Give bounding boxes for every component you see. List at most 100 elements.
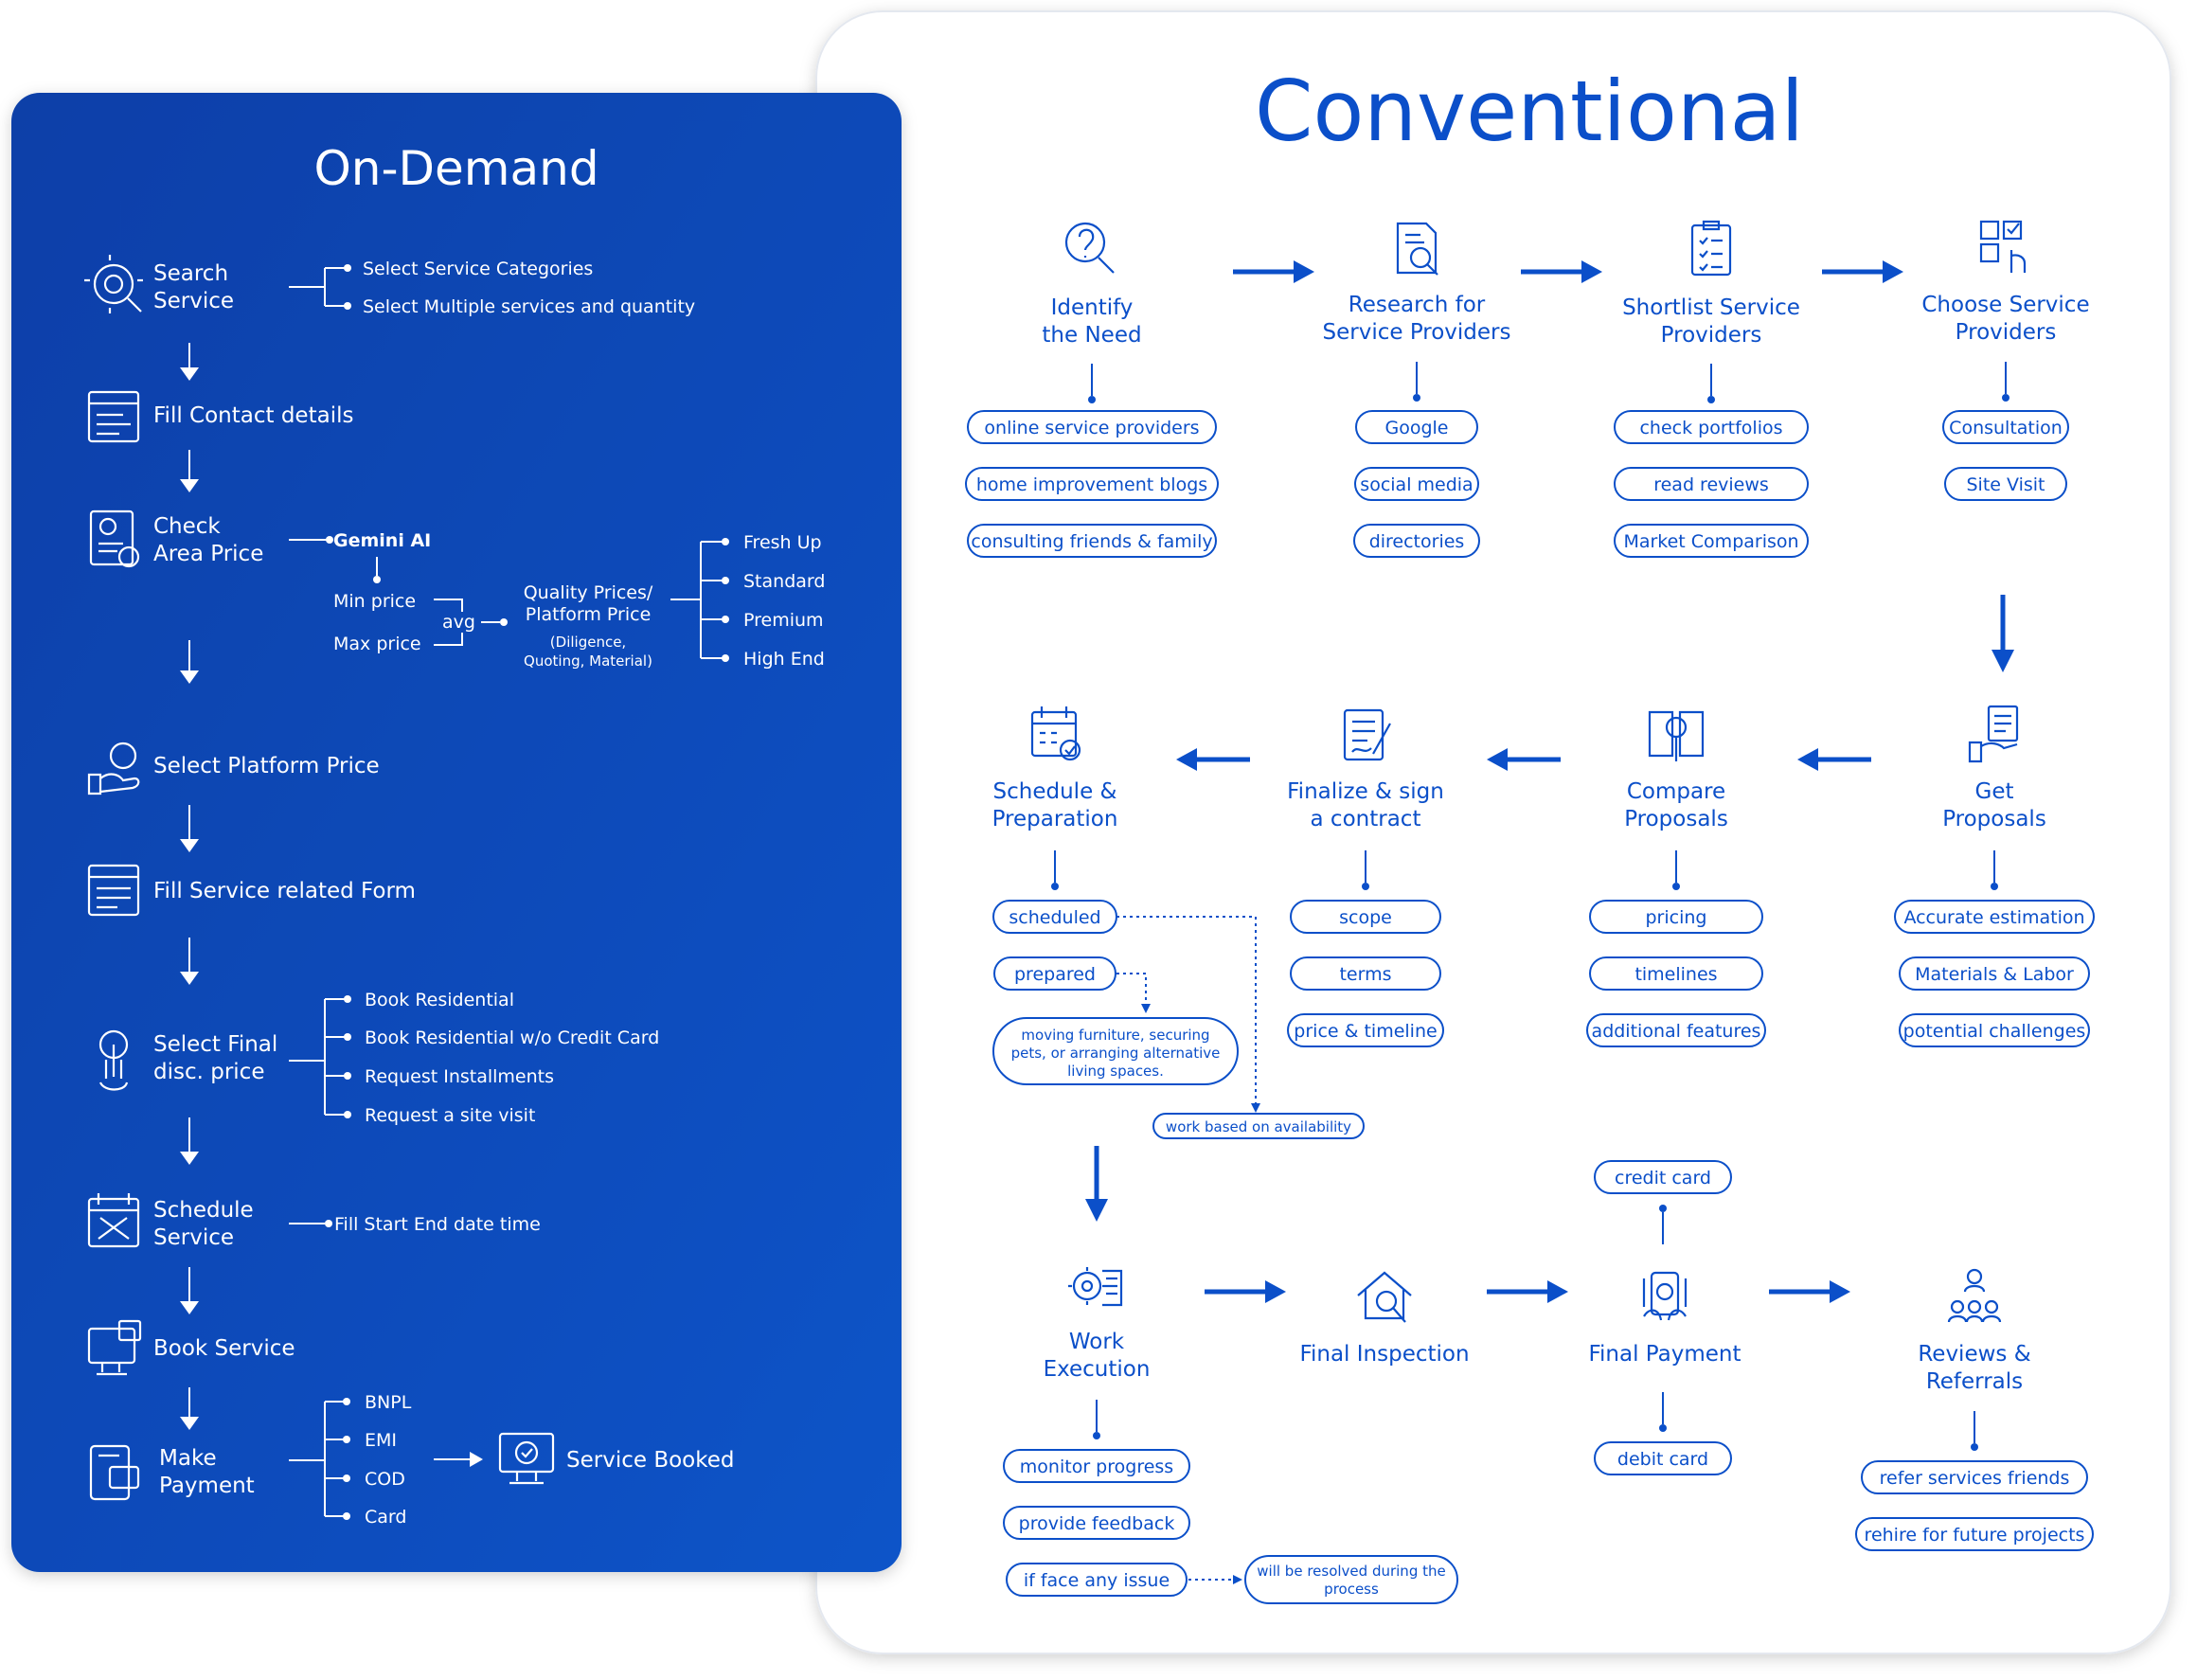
identify-need-label-2: the Need <box>1042 323 1141 348</box>
identify-pill-1 <box>965 467 1219 501</box>
compare-pill-2 <box>1586 1013 1766 1047</box>
execution-pill-0-text: monitor progress <box>1020 1457 1173 1477</box>
monitor-calendar-icon <box>87 1319 142 1376</box>
finalize-pill-2-text: price & timeline <box>1294 1021 1437 1042</box>
shortlist-pill-2 <box>1614 524 1809 558</box>
work-execution-label-2: Execution <box>1044 1357 1151 1382</box>
identify-pill-2-text: consulting friends & family <box>971 531 1212 552</box>
proposals-pill-1-text: Materials & Labor <box>1915 964 2074 985</box>
issue-note-pill <box>1244 1555 1458 1604</box>
quality-prices-label-2: Platform Price <box>526 604 652 625</box>
identify-pill-0-text: online service providers <box>984 418 1199 438</box>
fill-service-form-label: Fill Service related Form <box>153 879 416 903</box>
shortlist-label-2: Providers <box>1661 323 1762 348</box>
document-search-icon <box>1396 222 1438 276</box>
shortlist-pill-2-text: Market Comparison <box>1623 531 1798 552</box>
choose-label-2: Providers <box>1956 320 2057 345</box>
browser-form-icon <box>87 864 140 917</box>
reviews-pill-0-text: refer services friends <box>1880 1468 2070 1489</box>
calendar-tools-icon <box>87 1193 140 1248</box>
choose-pill-0-text: Consultation <box>1949 418 2063 438</box>
quality-note-1: (Diligence, <box>550 634 626 651</box>
execution-pill-1 <box>1003 1506 1190 1540</box>
proposals-pill-0-text: Accurate estimation <box>1903 907 2084 928</box>
compare-pill-0-text: pricing <box>1646 907 1707 928</box>
reviews-label-2: Referrals <box>1926 1369 2023 1394</box>
identify-need-label-1: Identify <box>1051 295 1134 320</box>
schedule-pill-1-text: prepared <box>1014 964 1096 985</box>
final-inspection-label: Final Inspection <box>1299 1342 1469 1367</box>
research-pill-1 <box>1354 467 1479 501</box>
preparation-note-1: moving furniture, securing <box>1021 1027 1209 1044</box>
payment-option-2: COD <box>365 1469 405 1490</box>
identify-pill-0 <box>967 410 1217 444</box>
compare-pill-1-text: timelines <box>1634 964 1717 985</box>
compare-pill-2-text: additional features <box>1592 1021 1761 1042</box>
execution-pill-2 <box>1006 1563 1188 1597</box>
hand-coin-icon <box>87 742 140 795</box>
schedule-service-label-1: Schedule <box>153 1198 254 1223</box>
schedule-service-label-2: Service <box>153 1225 234 1250</box>
form-icon <box>87 390 140 443</box>
availability-pill <box>1152 1113 1365 1139</box>
reviews-pill-0 <box>1861 1460 2088 1494</box>
finalize-pill-2 <box>1287 1013 1444 1047</box>
schedule-prep-label-2: Preparation <box>992 807 1118 831</box>
card-pay-icon <box>89 1444 140 1501</box>
proposals-pill-2-text: potential challenges <box>1903 1021 2086 1042</box>
book-search-icon <box>1648 710 1705 761</box>
preparation-note-pill <box>992 1017 1239 1085</box>
compare-label-2: Proposals <box>1624 807 1728 831</box>
preparation-note-3: living spaces. <box>1067 1063 1164 1080</box>
get-proposals-label-2: Proposals <box>1942 807 2046 831</box>
make-payment-label-1: Make <box>159 1446 217 1471</box>
book-service-label: Book Service <box>153 1336 295 1361</box>
identify-pill-2 <box>967 524 1217 558</box>
search-option-1: Select Multiple services and quantity <box>363 296 695 317</box>
checklist-icon <box>1690 220 1732 277</box>
schedule-prep-label-1: Schedule & <box>993 779 1117 804</box>
conventional-title: Conventional <box>1255 63 1804 160</box>
gear-document-icon <box>1068 1267 1123 1307</box>
proposals-pill-2 <box>1899 1013 2090 1047</box>
final-option-0: Book Residential <box>365 990 514 1010</box>
finalize-pill-0-text: scope <box>1339 907 1392 928</box>
execution-pill-0 <box>1003 1449 1190 1483</box>
preparation-note-2: pets, or arranging alternative <box>1011 1045 1221 1062</box>
phone-pay-icon <box>1642 1271 1688 1321</box>
compare-pill-0 <box>1589 900 1763 934</box>
compare-pill-1 <box>1589 956 1763 991</box>
tier-0: Fresh Up <box>743 532 822 553</box>
finalize-pill-1 <box>1290 956 1441 991</box>
debit-card-pill <box>1594 1441 1732 1475</box>
choose-pill-1-text: Site Visit <box>1966 474 2045 495</box>
research-pill-2-text: directories <box>1369 531 1465 552</box>
select-final-price-label-1: Select Final <box>153 1032 277 1057</box>
payment-option-0: BNPL <box>365 1392 412 1413</box>
proposals-pill-1 <box>1899 956 2090 991</box>
fill-contact-label: Fill Contact details <box>153 403 353 428</box>
make-payment-label-2: Payment <box>159 1474 255 1498</box>
debit-card-text: debit card <box>1617 1449 1708 1470</box>
select-final-price-label-2: disc. price <box>153 1060 264 1084</box>
identify-pill-1-text: home improvement blogs <box>976 474 1207 495</box>
tier-2: Premium <box>743 610 824 631</box>
research-label-1: Research for <box>1349 293 1486 317</box>
choose-pill-1 <box>1944 467 2067 501</box>
shortlist-pill-0 <box>1614 410 1809 444</box>
payment-option-1: EMI <box>365 1430 397 1451</box>
conventional-panel <box>815 10 2171 1654</box>
schedule-pill-0-text: scheduled <box>1009 907 1100 928</box>
quality-prices-label-1: Quality Prices/ <box>524 582 653 603</box>
execution-pill-1-text: provide feedback <box>1019 1513 1175 1534</box>
check-area-price-label-2: Area Price <box>153 542 263 566</box>
finalize-pill-0 <box>1290 900 1441 934</box>
tier-1: Standard <box>743 571 825 592</box>
search-service-label-1: Search <box>153 261 228 286</box>
grid-touch-icon <box>1979 220 2027 273</box>
touch-hand-icon <box>98 1029 129 1091</box>
research-pill-1-text: social media <box>1360 474 1473 495</box>
reviews-pill-1 <box>1855 1517 2094 1551</box>
final-option-3: Request a site visit <box>365 1105 535 1126</box>
